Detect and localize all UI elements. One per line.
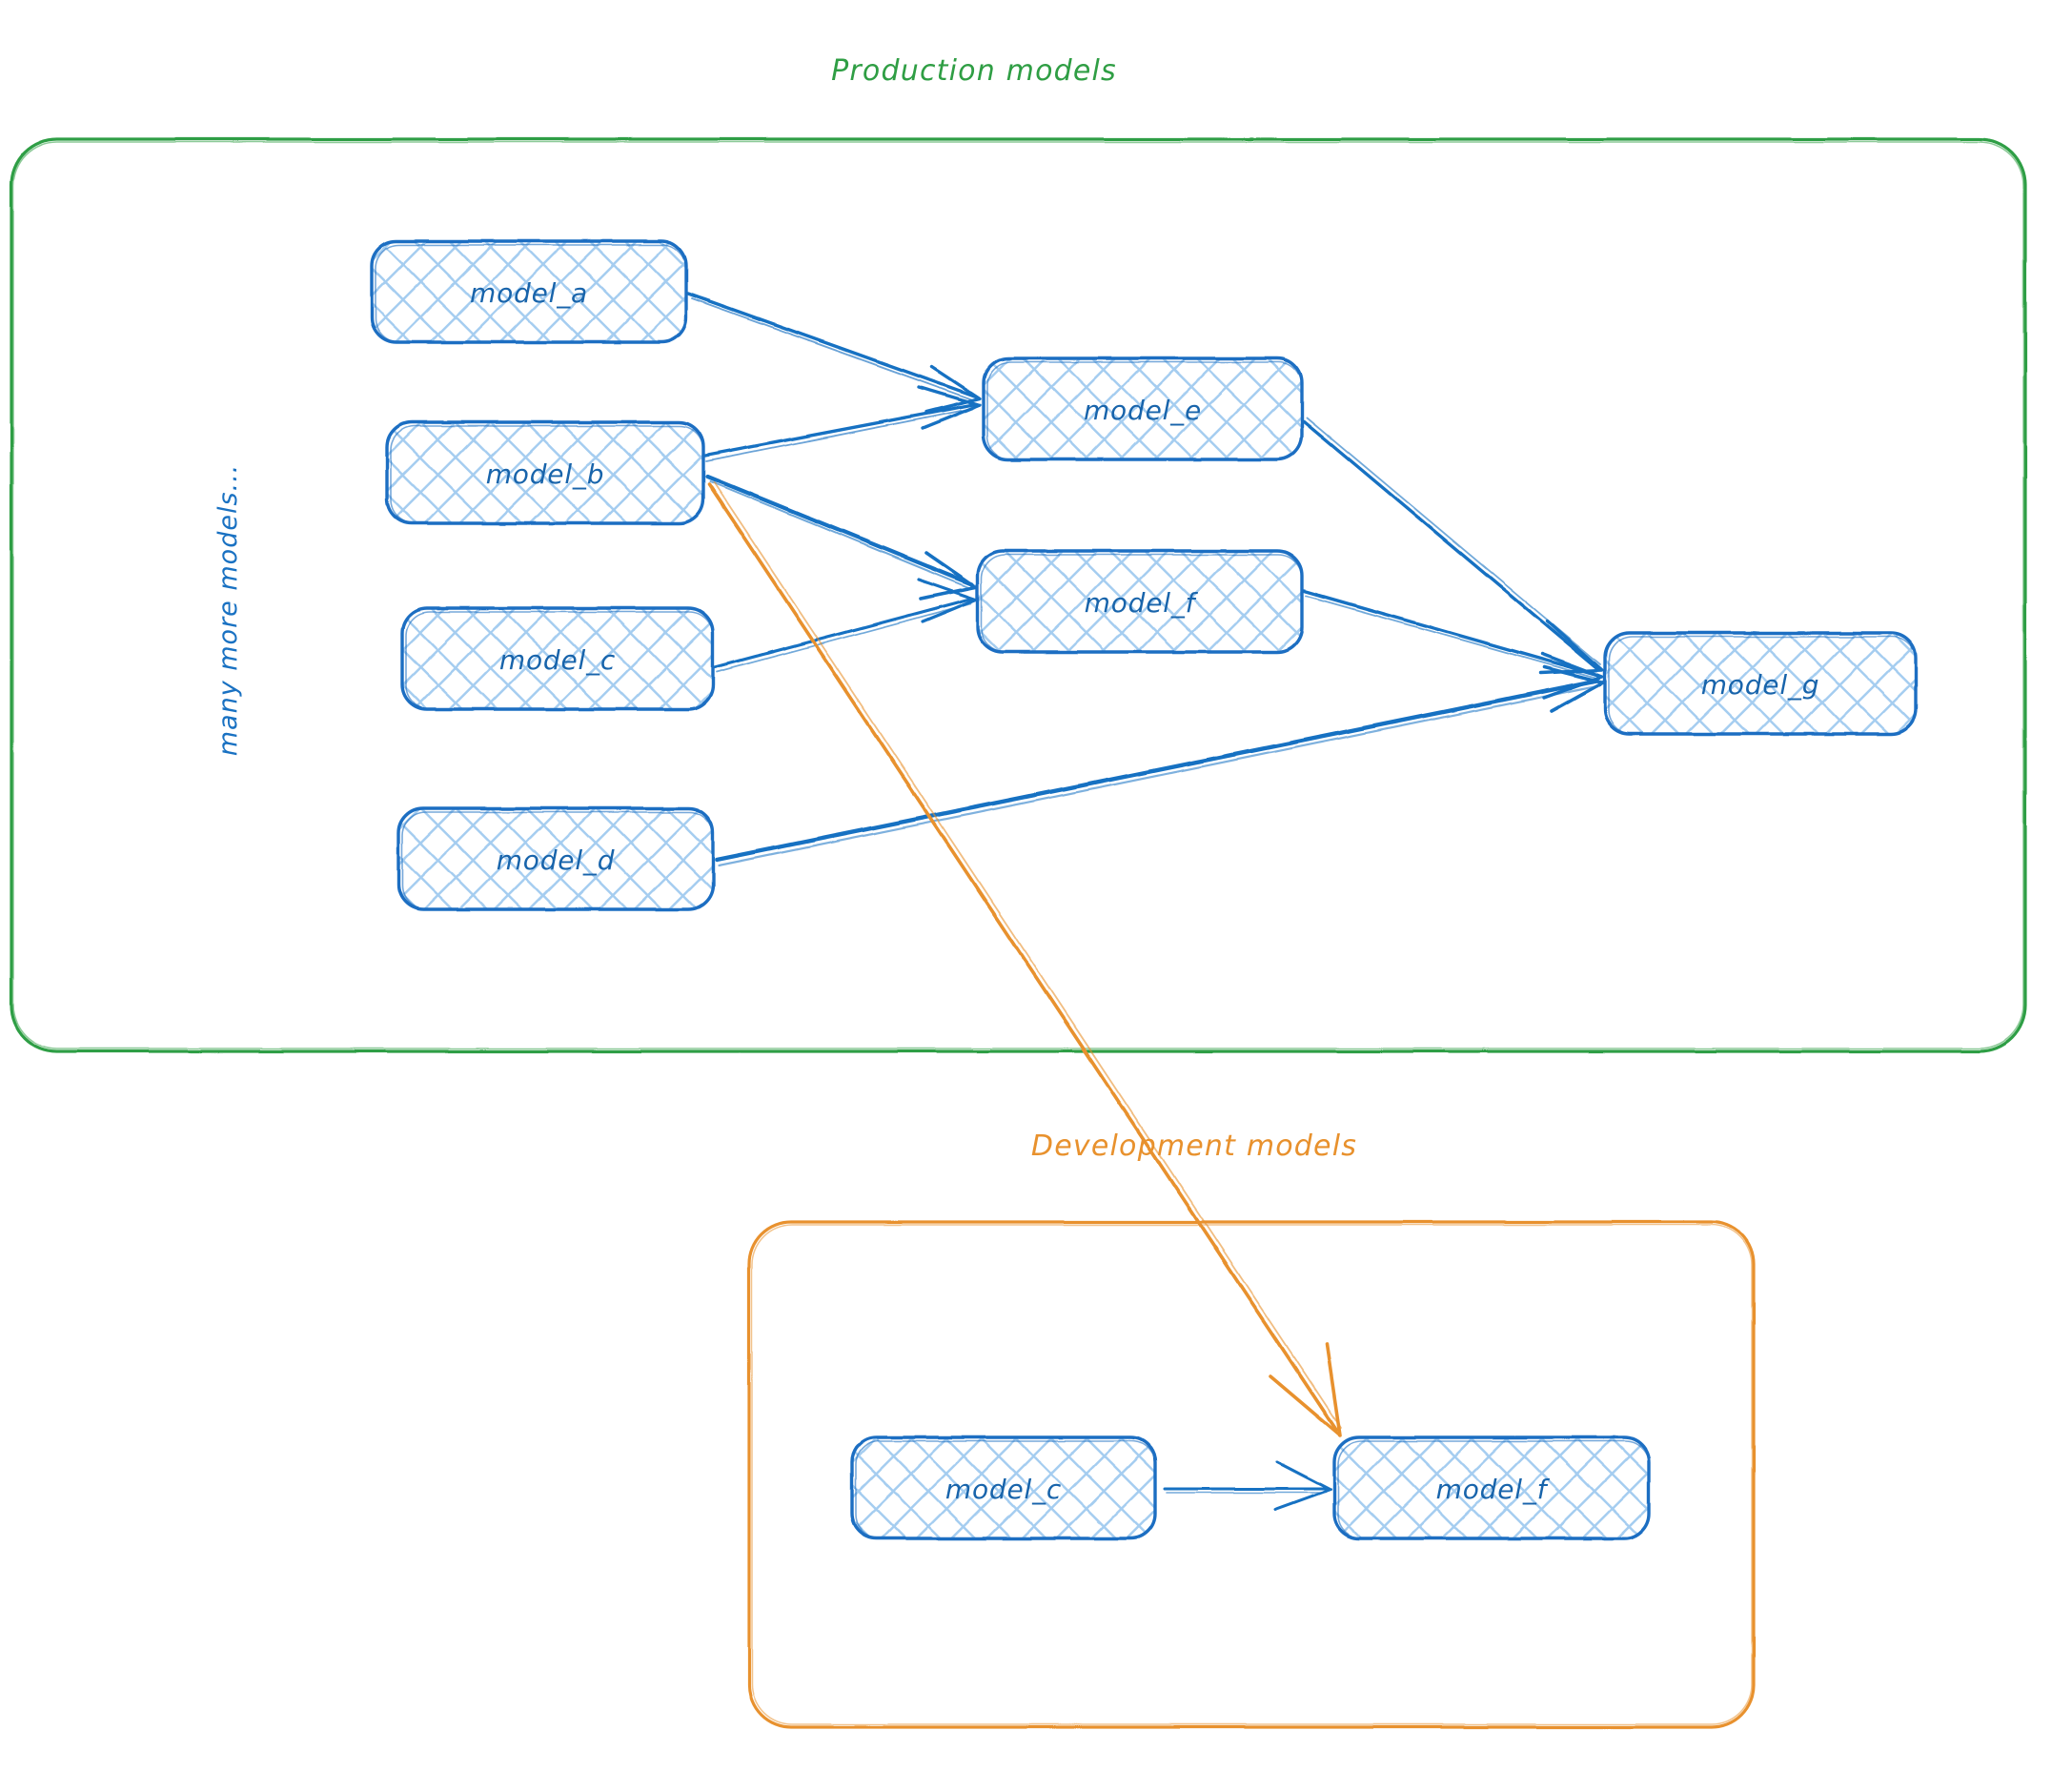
node-dev-model-c[interactable] bbox=[850, 1435, 1157, 1540]
group-development-border bbox=[747, 1220, 1756, 1729]
node-prod-model-f[interactable] bbox=[976, 549, 1304, 654]
node-label-prod-model-g: model_g bbox=[1701, 669, 1820, 701]
node-prod-model-b[interactable] bbox=[385, 420, 705, 525]
group-title-production: Production models bbox=[831, 54, 1117, 88]
node-label-dev-model-c: model_c bbox=[945, 1474, 1062, 1505]
node-label-prod-model-b: model_b bbox=[486, 458, 605, 490]
edge-model-f-to-model-g bbox=[1302, 589, 1604, 700]
edge-model-a-to-model-e bbox=[686, 292, 982, 414]
node-prod-model-g[interactable] bbox=[1603, 631, 1918, 736]
node-label-prod-model-c: model_c bbox=[499, 644, 616, 676]
node-dev-model-f[interactable] bbox=[1332, 1435, 1651, 1540]
nodes bbox=[370, 239, 1918, 1540]
labels: Production models Development models man… bbox=[213, 54, 1820, 1505]
node-prod-model-a[interactable] bbox=[370, 239, 688, 344]
node-label-dev-model-f: model_f bbox=[1436, 1474, 1551, 1505]
group-production-border bbox=[10, 137, 2027, 1053]
edge-model-d-to-model-g bbox=[714, 665, 1605, 867]
edges-blue bbox=[686, 292, 1605, 1512]
side-note-many-more-models: many more models... bbox=[213, 464, 243, 757]
node-label-prod-model-d: model_d bbox=[497, 845, 616, 876]
node-label-prod-model-a: model_a bbox=[470, 277, 588, 309]
edge-model-b-to-model-e bbox=[703, 385, 982, 462]
node-prod-model-d[interactable] bbox=[396, 806, 715, 911]
node-label-prod-model-e: model_e bbox=[1084, 395, 1202, 426]
node-prod-model-e[interactable] bbox=[982, 356, 1304, 461]
node-prod-model-c[interactable] bbox=[400, 606, 715, 711]
edge-model-c-to-model-f bbox=[713, 578, 978, 673]
edge-model-b-to-model-f bbox=[704, 474, 978, 601]
edge-dev-model-c-to-dev-model-f bbox=[1163, 1460, 1332, 1512]
edge-prod-model-b-to-dev-model-f bbox=[707, 481, 1342, 1437]
node-label-prod-model-f: model_f bbox=[1085, 587, 1199, 619]
group-title-development: Development models bbox=[1031, 1130, 1357, 1163]
